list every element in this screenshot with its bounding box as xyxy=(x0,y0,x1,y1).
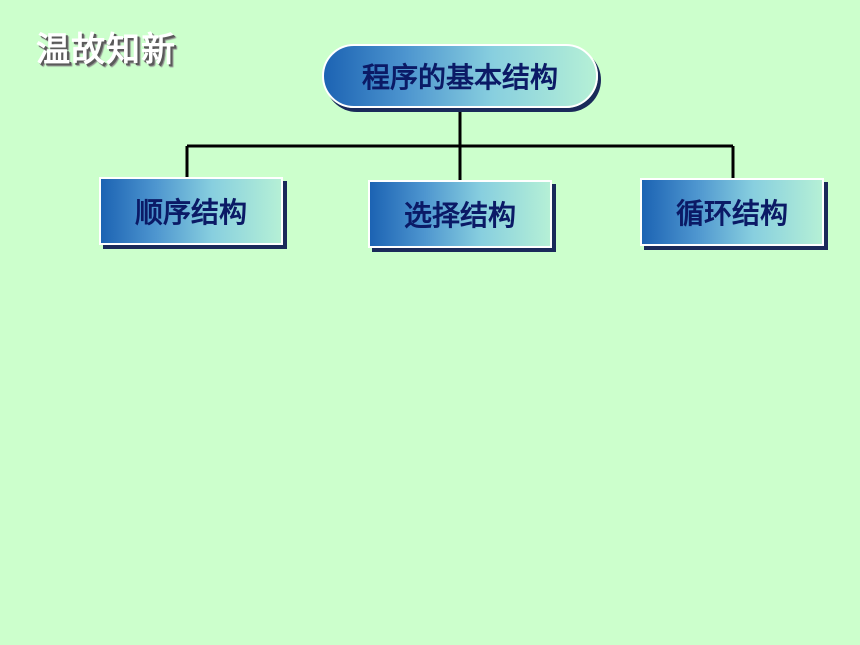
root-node-program-basic-structures: 程序的基本结构 xyxy=(322,44,598,108)
root-node-label: 程序的基本结构 xyxy=(361,61,558,94)
child-node-loop-structure: 循环结构 xyxy=(640,178,824,246)
child-node-label: 选择结构 xyxy=(403,199,516,232)
child-node-sequence-structure: 顺序结构 xyxy=(99,177,283,245)
child-node-label: 顺序结构 xyxy=(134,196,247,229)
child-node-selection-structure: 选择结构 xyxy=(368,180,552,248)
slide-title: 温故知新 xyxy=(36,30,176,70)
child-node-label: 循环结构 xyxy=(675,197,788,230)
